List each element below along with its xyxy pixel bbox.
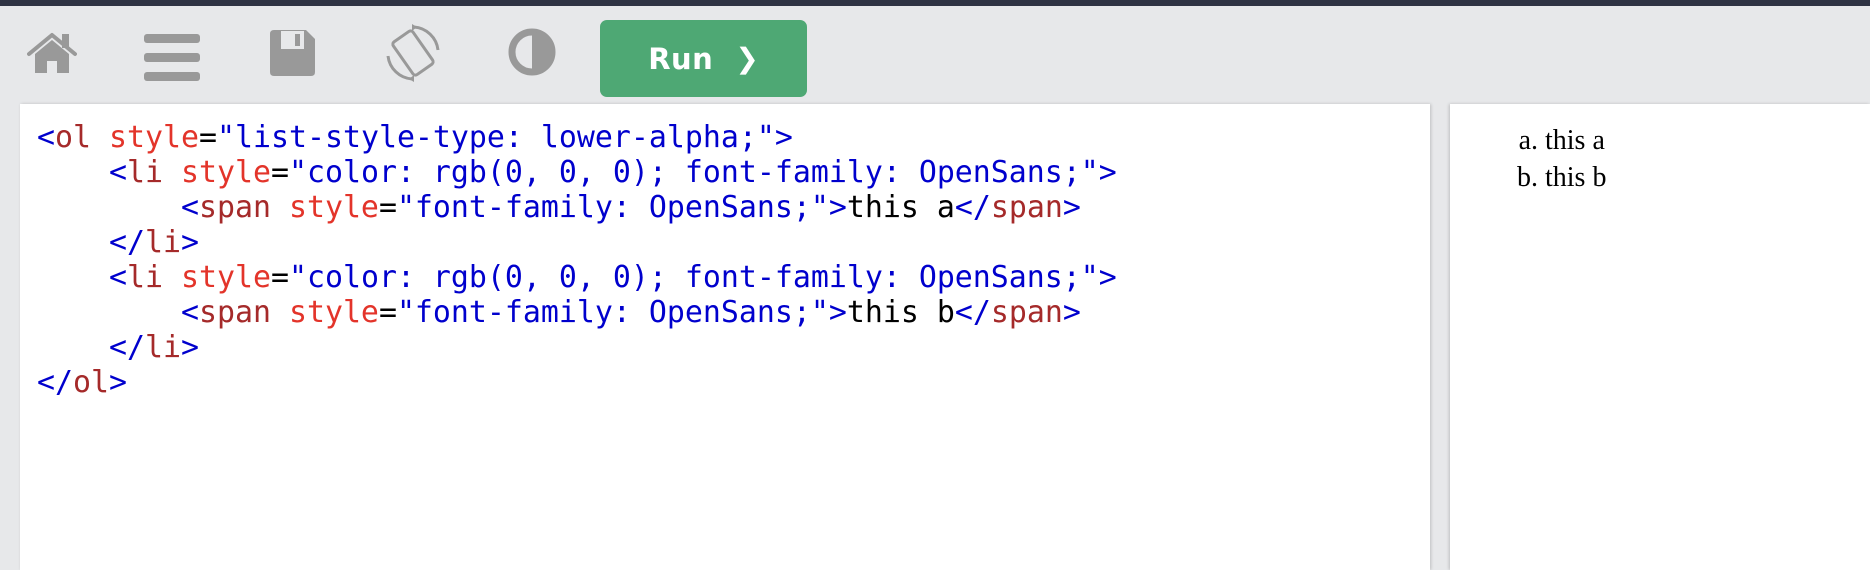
code-line: <span style="font-family: OpenSans;">thi… <box>37 295 1117 330</box>
code-line: </li> <box>37 330 1117 365</box>
code-token-text: this b <box>846 295 955 330</box>
code-token-bracket: > <box>1062 295 1081 330</box>
code-token-text <box>37 295 181 330</box>
code-token-attribute-value: "font-family: OpenSans;" <box>396 190 829 225</box>
code-token-attribute-name: style <box>180 155 271 190</box>
code-token-text <box>271 295 289 330</box>
code-token-tag-name: span <box>990 190 1063 225</box>
code-token-bracket: </ <box>37 365 73 400</box>
code-token-text <box>91 120 109 155</box>
code-token-text <box>37 260 109 295</box>
chevron-right-icon: ❯ <box>735 42 759 75</box>
code-token-equals: = <box>378 295 397 330</box>
code-token-attribute-value: "font-family: OpenSans;" <box>396 295 829 330</box>
code-token-tag-name: li <box>144 330 181 365</box>
code-token-attribute-value: "list-style-type: lower-alpha;" <box>216 120 775 155</box>
code-token-bracket: </ <box>108 330 145 365</box>
code-token-bracket: > <box>1062 190 1081 225</box>
code-token-equals: = <box>270 260 289 295</box>
code-editor[interactable]: <ol style="list-style-type: lower-alpha;… <box>20 104 1430 570</box>
code-token-attribute-name: style <box>109 120 199 155</box>
code-token-equals: = <box>198 120 217 155</box>
code-token-tag-name: li <box>126 260 163 295</box>
preview-list-item: this b <box>1545 159 1606 196</box>
contrast-icon[interactable] <box>508 28 556 76</box>
code-token-attribute-name: style <box>288 295 379 330</box>
home-icon[interactable] <box>27 32 77 74</box>
code-line: <li style="color: rgb(0, 0, 0); font-fam… <box>37 260 1117 295</box>
code-token-bracket: < <box>180 295 199 330</box>
code-token-bracket: > <box>1098 155 1117 190</box>
code-token-bracket: > <box>180 330 199 365</box>
preview-list-item: this a <box>1545 122 1606 159</box>
code-token-bracket: < <box>37 120 55 155</box>
code-token-text <box>37 225 109 260</box>
code-line: </ol> <box>37 365 1117 400</box>
code-token-bracket: </ <box>954 295 991 330</box>
save-icon[interactable] <box>270 30 315 76</box>
run-label: Run <box>648 41 714 76</box>
code-token-bracket: > <box>828 190 847 225</box>
code-token-tag-name: li <box>126 155 163 190</box>
preview-pane: this a this b <box>1450 104 1870 570</box>
code-token-bracket: < <box>108 155 127 190</box>
code-token-bracket: </ <box>108 225 145 260</box>
code-line: <span style="font-family: OpenSans;">thi… <box>37 190 1117 225</box>
code-token-attribute-value: "color: rgb(0, 0, 0); font-family: OpenS… <box>288 155 1099 190</box>
code-content[interactable]: <ol style="list-style-type: lower-alpha;… <box>37 120 1117 400</box>
menu-icon[interactable] <box>144 34 200 82</box>
toolbar: Run ❯ <box>0 6 1870 104</box>
code-token-bracket: > <box>828 295 847 330</box>
code-token-tag-name: ol <box>55 120 91 155</box>
code-token-text <box>271 190 289 225</box>
code-token-equals: = <box>378 190 397 225</box>
top-bar <box>0 0 1870 6</box>
code-token-bracket: > <box>109 365 127 400</box>
code-token-tag-name: span <box>198 295 271 330</box>
code-token-bracket: > <box>774 120 793 155</box>
code-token-text <box>163 155 181 190</box>
preview-list: this a this b <box>1450 122 1606 196</box>
code-line: <li style="color: rgb(0, 0, 0); font-fam… <box>37 155 1117 190</box>
code-token-text: this a <box>846 190 955 225</box>
code-token-tag-name: li <box>144 225 181 260</box>
code-token-bracket: > <box>180 225 199 260</box>
run-button[interactable]: Run ❯ <box>600 20 807 97</box>
code-token-bracket: < <box>180 190 199 225</box>
code-token-attribute-name: style <box>180 260 271 295</box>
code-token-bracket: > <box>1098 260 1117 295</box>
code-token-bracket: </ <box>954 190 991 225</box>
code-token-attribute-value: "color: rgb(0, 0, 0); font-family: OpenS… <box>288 260 1099 295</box>
code-token-text <box>37 190 181 225</box>
code-token-equals: = <box>270 155 289 190</box>
code-line: </li> <box>37 225 1117 260</box>
code-token-text <box>37 155 109 190</box>
code-token-tag-name: span <box>990 295 1063 330</box>
code-token-bracket: < <box>108 260 127 295</box>
code-token-text <box>37 330 109 365</box>
code-token-tag-name: ol <box>73 365 109 400</box>
code-line: <ol style="list-style-type: lower-alpha;… <box>37 120 1117 155</box>
rotate-icon[interactable] <box>384 24 442 82</box>
code-token-tag-name: span <box>198 190 271 225</box>
code-token-attribute-name: style <box>288 190 379 225</box>
code-token-text <box>163 260 181 295</box>
